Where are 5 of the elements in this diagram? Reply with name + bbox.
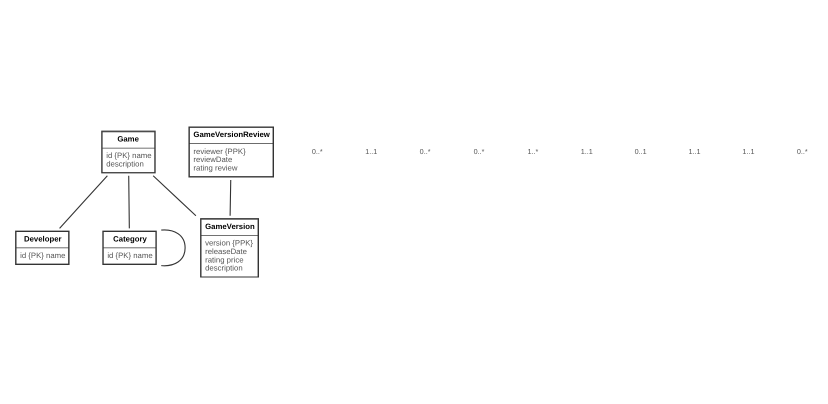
connector bbox=[152, 175, 196, 216]
connector bbox=[230, 180, 232, 216]
connector bbox=[161, 229, 186, 266]
connector bbox=[59, 175, 108, 229]
connector bbox=[128, 176, 130, 228]
